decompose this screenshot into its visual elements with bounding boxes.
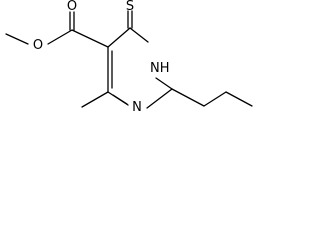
bond-c4-methyl — [81, 91, 109, 108]
molecule-structure-diagram: S O O NH N — [5, 0, 253, 115]
ring-nitrogen-h-label: NH — [150, 61, 170, 76]
bond-c6-n1 — [129, 27, 149, 43]
bond-ester-to-ring — [71, 29, 109, 48]
carbonyl-oxygen-label: O — [67, 0, 77, 14]
bond-ester-carbon-to-o — [47, 29, 73, 45]
sulfur-atom-label: S — [126, 0, 134, 14]
bond-c5-c6 — [107, 27, 131, 48]
bond-c2-n3 — [146, 88, 173, 109]
bond-propyl-2 — [203, 91, 227, 107]
bond-n1-c2 — [155, 77, 173, 90]
bond-c4-n3-inner — [112, 94, 128, 105]
ester-oxygen-label: O — [33, 38, 43, 53]
bond-c2-propyl-1 — [171, 88, 205, 107]
bond-propyl-3 — [225, 91, 253, 107]
bond-o-methyl — [5, 33, 29, 45]
ring-nitrogen-label: N — [132, 100, 142, 115]
